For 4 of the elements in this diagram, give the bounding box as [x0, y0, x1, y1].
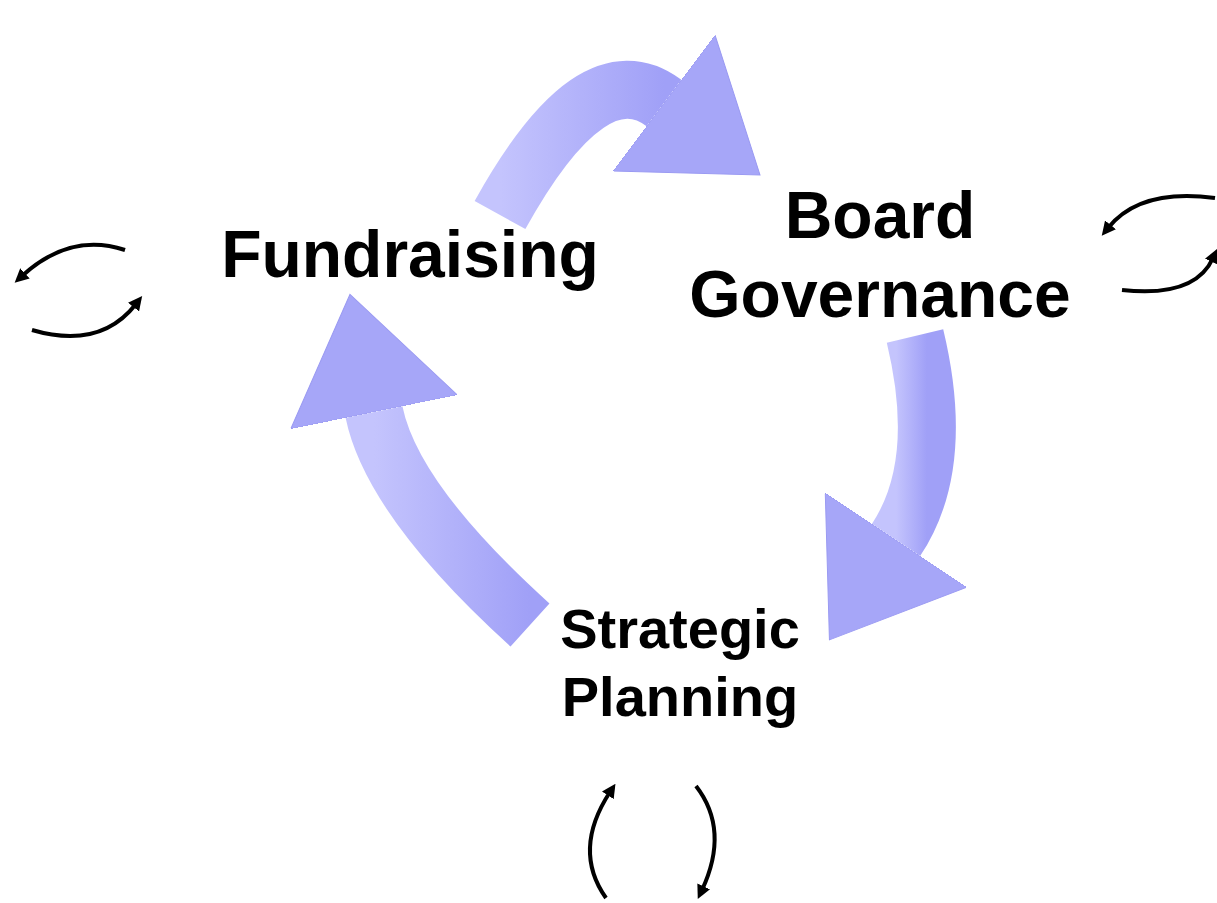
node-label: Board Governance	[660, 175, 1100, 335]
node-label: Strategic Planning	[530, 595, 830, 730]
node-label: Fundraising	[200, 215, 620, 295]
curved-arrow	[291, 295, 550, 647]
